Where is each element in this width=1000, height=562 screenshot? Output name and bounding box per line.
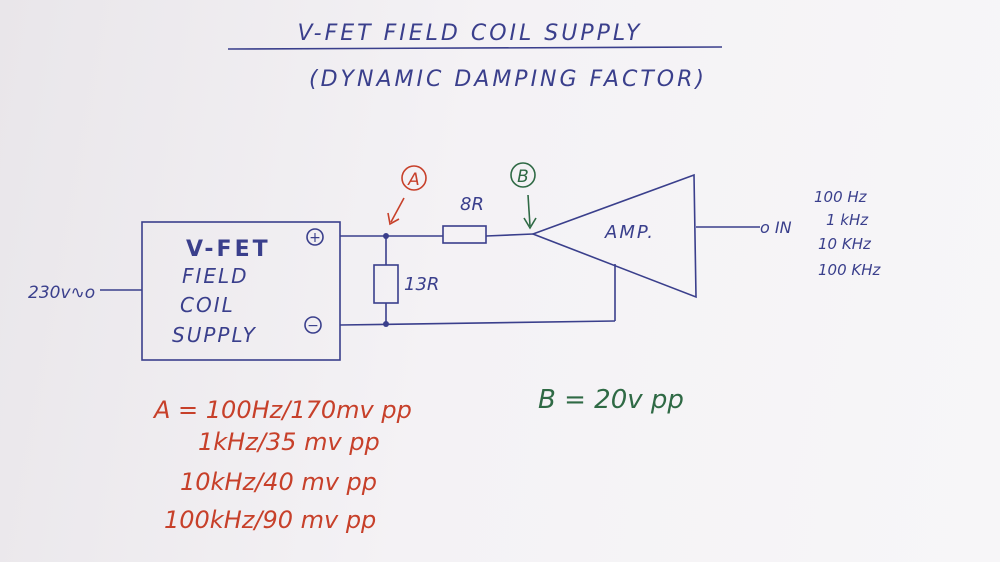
supply-box xyxy=(141,221,341,361)
node-a-arrow-icon xyxy=(390,197,405,223)
measurement-a-3: 10kHz/40 mv pp xyxy=(180,468,377,496)
supply-label-supply: SUPPLY xyxy=(172,323,257,347)
input-frequency-4: 100 KHz xyxy=(818,261,882,279)
node-a-marker-icon xyxy=(401,165,427,191)
node-a-arrowhead-icon xyxy=(387,212,400,226)
minus-terminal-icon xyxy=(304,316,322,334)
input-label: o IN xyxy=(760,218,792,237)
resistor-13r-label: 13R xyxy=(404,274,439,295)
supply-label-field: FIELD xyxy=(182,264,249,288)
resistor-8r-label: 8R xyxy=(460,194,484,215)
resistor-13r xyxy=(373,264,399,304)
mains-label: 230v∿o xyxy=(28,283,95,303)
measurement-a-1: A = 100Hz/170mv pp xyxy=(152,396,412,424)
node-a-label: A xyxy=(407,170,420,190)
node-b-arrowhead-icon xyxy=(523,217,537,230)
amplifier-label: AMP. xyxy=(604,222,655,243)
plus-terminal-label: + xyxy=(309,230,321,246)
title-line-1: V-FET FIELD COIL SUPPLY xyxy=(298,21,643,46)
input-frequency-2: 1 kHz xyxy=(826,211,869,229)
plus-terminal-icon xyxy=(306,228,324,246)
wire-bottom xyxy=(339,320,616,326)
measurement-b: B = 20v pp xyxy=(538,385,684,415)
node-b-marker-icon xyxy=(510,162,536,188)
input-frequency-3: 10 KHz xyxy=(818,235,872,253)
supply-label-vfet: V-FET xyxy=(186,237,271,262)
amplifier-triangle xyxy=(530,173,697,299)
measurement-a-4: 100kHz/90 mv pp xyxy=(164,506,376,534)
resistor-8r xyxy=(442,225,487,244)
wire-top-right xyxy=(485,233,534,237)
supply-label-coil: COIL xyxy=(180,293,235,317)
node-b-label: B xyxy=(517,167,529,187)
measurement-a-2: 1kHz/35 mv pp xyxy=(198,428,380,456)
title-line-2: (DYNAMIC DAMPING FACTOR) xyxy=(309,67,707,92)
input-frequency-1: 100 Hz xyxy=(814,188,868,206)
node-b-arrow-icon xyxy=(527,194,531,227)
title-underline xyxy=(227,46,723,50)
minus-terminal-label: − xyxy=(307,318,319,334)
